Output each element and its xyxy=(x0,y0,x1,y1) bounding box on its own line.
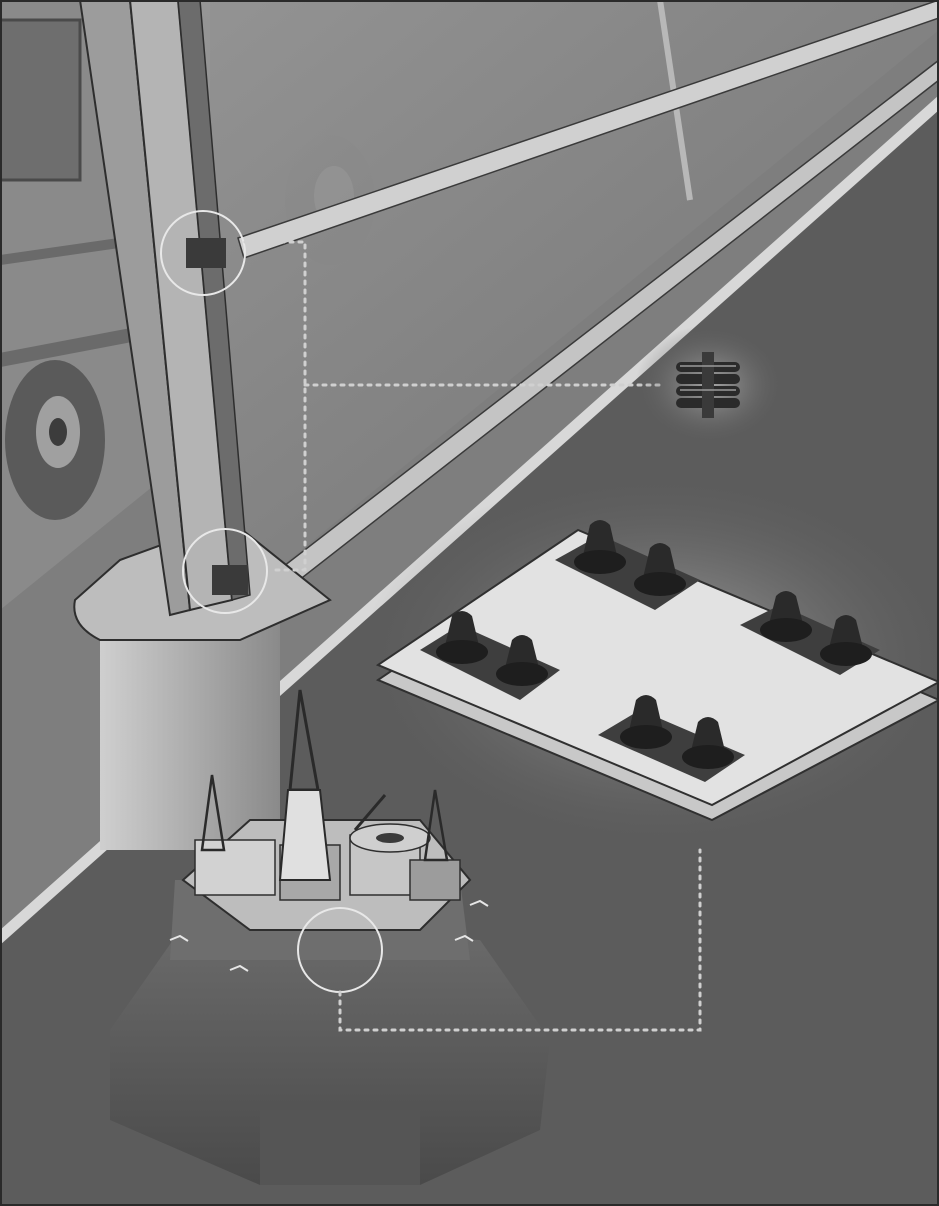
cone-group-2 xyxy=(740,591,880,675)
building-block xyxy=(194,839,276,896)
platform-base xyxy=(110,930,550,1185)
bearing-plate xyxy=(360,470,939,850)
vertical-post-inner xyxy=(177,0,251,601)
glass-panel xyxy=(200,0,939,600)
damper-icon xyxy=(635,325,785,445)
cone-group-1 xyxy=(555,520,700,610)
offshore-platform xyxy=(110,689,702,1185)
top-rail xyxy=(237,0,939,259)
derrick-left xyxy=(200,774,226,852)
callout-circle-upper-clamp xyxy=(160,210,246,296)
cone-group-3 xyxy=(420,611,560,700)
derrick-main-tower xyxy=(278,789,332,881)
train-wheel xyxy=(5,360,105,520)
helideck-center xyxy=(376,833,404,843)
plate-upper-layer xyxy=(375,528,939,807)
wave-marks xyxy=(169,899,489,972)
crane-arm xyxy=(353,794,387,831)
platform-base-face xyxy=(260,1110,420,1185)
upper-clamp xyxy=(186,238,226,268)
lower-clamp xyxy=(212,565,248,595)
callout-leader-bearing xyxy=(338,848,702,1032)
cone-group-4 xyxy=(598,695,745,782)
building-block-4 xyxy=(409,859,461,901)
train-window xyxy=(0,18,82,182)
derrick-right xyxy=(423,789,449,862)
pillar-cylinder xyxy=(100,620,280,850)
callout-leader-upper xyxy=(243,240,307,572)
callout-circle-lower-clamp xyxy=(182,528,268,614)
